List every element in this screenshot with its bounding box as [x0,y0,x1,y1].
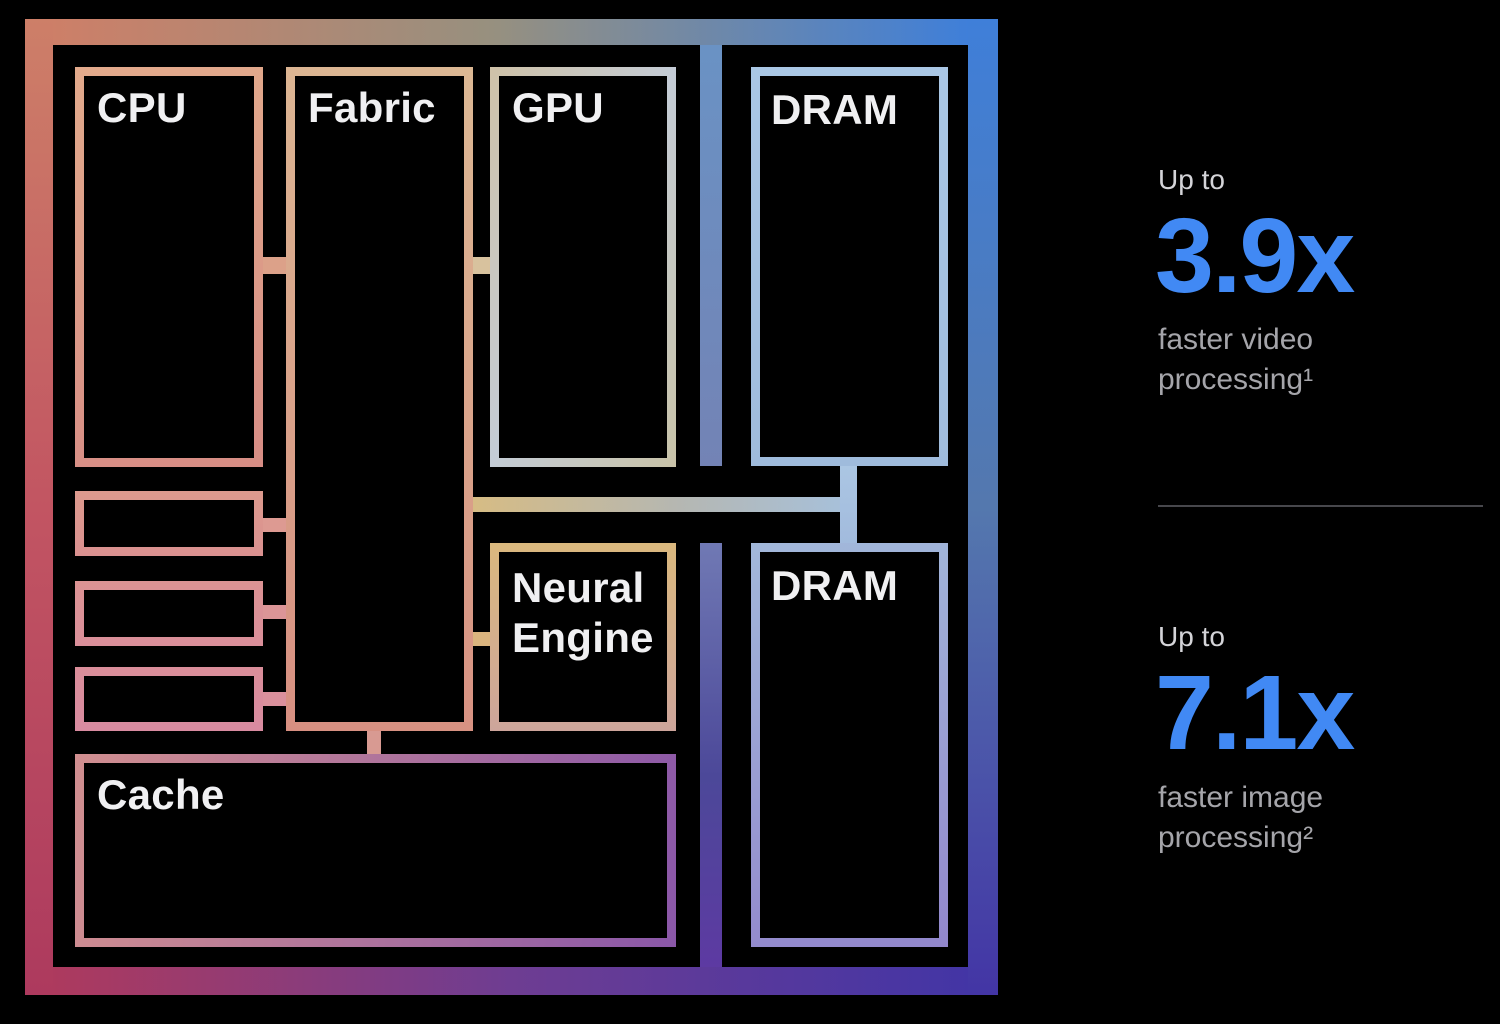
fabric-label: Fabric [308,84,436,131]
stat2-desc-line1: faster image [1158,781,1324,814]
block-cpu [75,67,263,467]
package-divider-lower [700,543,722,967]
block-cpu-subblock-2 [75,581,263,646]
stat1-prefix: Up to [1158,164,1225,195]
stat1-value: 3.9x [1155,197,1355,315]
package-frame-right [968,19,998,995]
cache-label: Cache [97,771,225,818]
package-divider-upper [700,45,722,466]
block-cpu-subblock-1-interior [84,500,254,547]
package-frame-left [25,19,53,995]
block-cpu-subblock-2-interior [84,590,254,637]
fabric-gpu-connector [473,257,490,274]
block-cache [75,754,676,947]
stat1-desc-line1: faster video [1158,323,1314,356]
block-gpu-interior [499,76,667,458]
package-frame-bottom [53,967,968,995]
neural-engine-label-line1: Neural [512,564,645,611]
block-cache-interior [84,763,667,938]
dram-to-dram-connector [840,466,857,543]
block-cpu-interior [84,76,254,458]
block-dram-top [751,67,948,466]
cpu-label: CPU [97,84,187,131]
block-fabric-interior [295,76,464,722]
block-neural-engine [490,543,676,731]
stat1-description: faster video processing¹ [1158,320,1313,400]
block-dram-bottom [751,543,948,947]
block-dram-top-interior [760,76,939,457]
block-cpu-subblock-3 [75,667,263,731]
stat1-desc-line2: processing¹ [1158,363,1314,396]
stat2-prefix: Up to [1158,621,1225,652]
block-dram-bottom-interior [760,552,939,938]
dram-bottom-label: DRAM [771,562,899,609]
neural-engine-label-line2: Engine [512,614,654,661]
neural-engine-fabric-connector [473,632,490,646]
subblock2-fabric-connector [263,605,286,619]
block-fabric [286,67,473,731]
stat2-description: faster image processing² [1158,778,1323,858]
cpu-fabric-connector [263,257,286,274]
stat2-desc-line2: processing² [1158,821,1314,854]
dram-top-label: DRAM [771,86,899,133]
block-cpu-subblock-1 [75,491,263,556]
block-cpu-subblock-3-interior [84,676,254,722]
subblock1-fabric-connector [263,518,286,532]
memory-bus-connector [462,497,857,512]
subblock3-fabric-connector [263,692,286,706]
stat2-value: 7.1x [1155,654,1355,772]
stats-divider-line [1158,505,1483,507]
block-gpu [490,67,676,467]
fabric-cache-connector [367,731,381,754]
block-neural-engine-interior [499,552,667,722]
package-frame-top [53,19,968,45]
gpu-label: GPU [512,84,604,131]
